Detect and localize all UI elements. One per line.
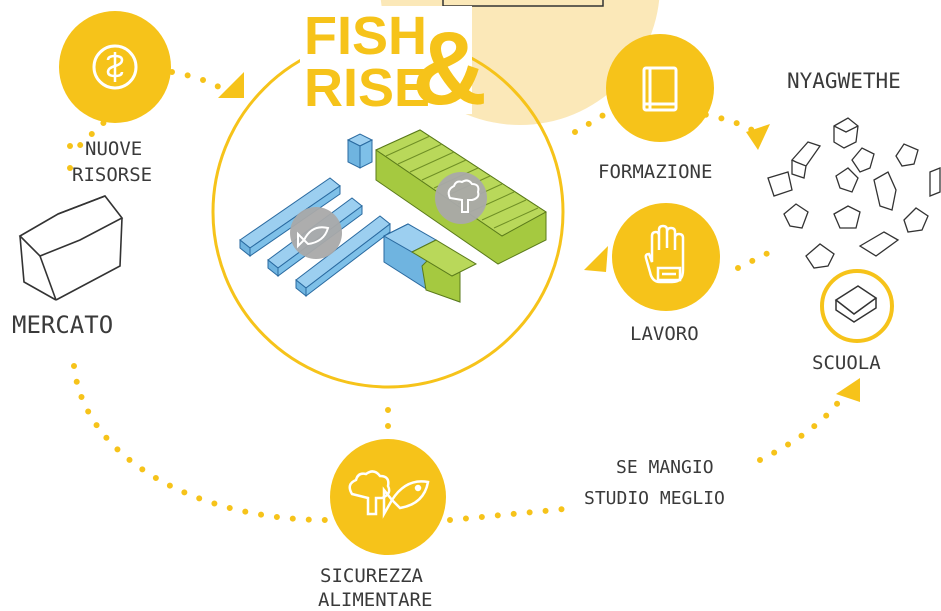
connector-money-project xyxy=(169,69,227,93)
label-mercato: MERCATO xyxy=(12,311,113,339)
school-house-icon xyxy=(834,285,878,323)
formazione-node xyxy=(606,34,714,142)
broccoli-icon xyxy=(447,179,480,213)
dot-risorse-2 xyxy=(67,165,73,171)
arrow-to-project xyxy=(218,72,244,98)
connector-sicurezza-se-mangio xyxy=(447,505,578,523)
label-alimentare: ALIMENTARE xyxy=(318,589,432,611)
label-risorse: RISORSE xyxy=(72,164,152,186)
connector-se-mangio-scuola xyxy=(757,397,843,463)
arrow-to-project-lavoro xyxy=(584,246,608,272)
lavoro-node xyxy=(612,203,720,311)
arrow-to-scuola xyxy=(836,378,860,402)
label-formazione: FORMAZIONE xyxy=(598,161,712,183)
logo-ampersand: & xyxy=(412,11,487,127)
nuove-risorse-node xyxy=(59,11,171,123)
fish-icon xyxy=(297,226,330,249)
arrow-heads xyxy=(218,72,860,402)
label-nuove: NUOVE xyxy=(85,138,142,160)
label-scuola: SCUOLA xyxy=(812,352,881,374)
dot-risorse-1 xyxy=(67,143,73,149)
lavoro-circle xyxy=(612,203,720,311)
label-sicurezza: SICUREZZA xyxy=(320,565,424,587)
connector-project-formazione xyxy=(572,107,615,135)
arrow-to-nyagwethe xyxy=(746,124,770,150)
logo-rise: RISE xyxy=(304,58,430,118)
formazione-circle xyxy=(606,34,714,142)
title-box xyxy=(442,0,604,7)
label-nyagwethe: NYAGWETHE xyxy=(787,69,901,93)
broccoli-badge xyxy=(435,172,487,224)
logo-fish: FISH xyxy=(304,6,427,66)
mercato-house-icon xyxy=(18,195,124,301)
dotted-connectors xyxy=(71,69,843,523)
logo-backdrop xyxy=(300,6,472,114)
connector-lavoro-nyagwethe xyxy=(735,249,773,271)
label-se-mangio: SE MANGIO xyxy=(616,457,714,478)
coin-dollar-icon xyxy=(92,44,138,90)
fish-badge xyxy=(290,207,342,259)
village-houses xyxy=(767,117,941,269)
sicurezza-node xyxy=(330,439,446,555)
label-studio-meglio: STUDIO MEGLIO xyxy=(584,488,725,509)
broccoli-fish-icon xyxy=(348,470,430,519)
work-glove-icon xyxy=(644,224,685,284)
label-lavoro: LAVORO xyxy=(630,323,699,345)
book-icon xyxy=(642,66,678,112)
connector-money-risorse xyxy=(72,109,118,153)
scuola-circle xyxy=(820,269,894,343)
connector-mercato-sicurezza xyxy=(71,363,328,523)
